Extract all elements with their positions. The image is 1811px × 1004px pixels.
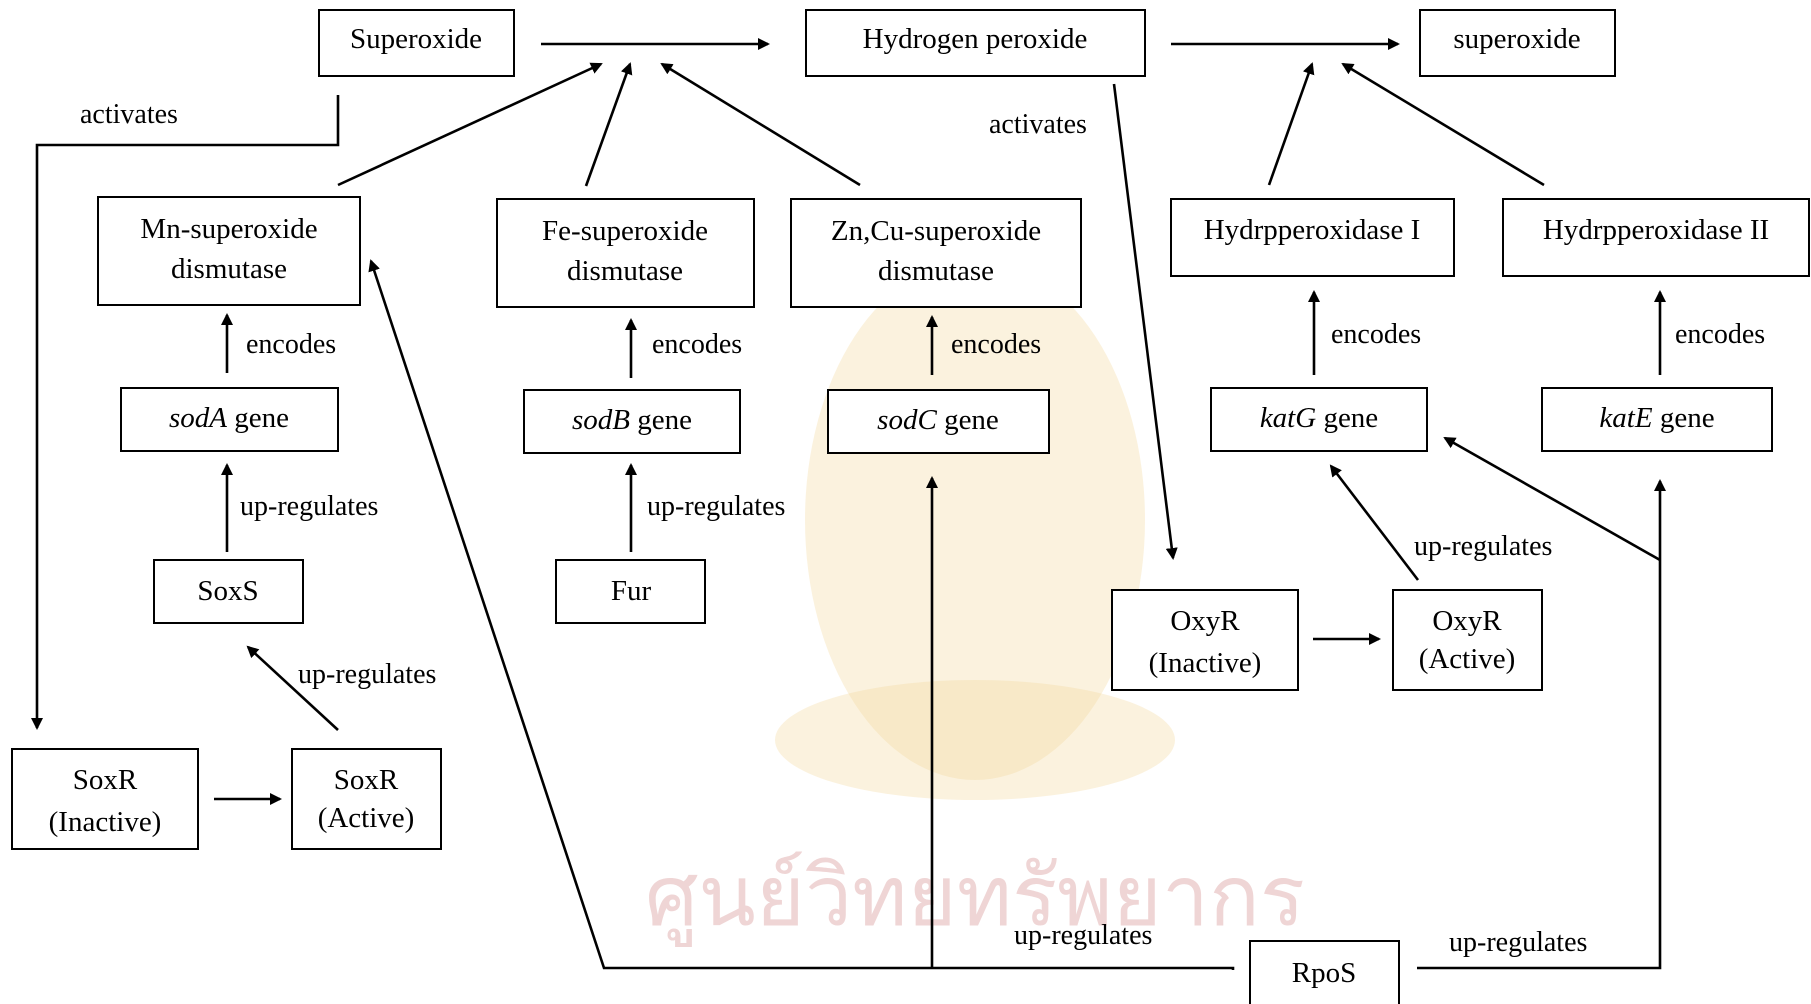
svg-text:(Active): (Active) — [1419, 643, 1516, 675]
node-oxyR-inactive: OxyR (Inactive) — [1111, 589, 1299, 691]
svg-text:Superoxide: Superoxide — [350, 23, 482, 55]
svg-text:SoxS: SoxS — [197, 575, 258, 607]
svg-text:sodB gene: sodB gene — [572, 404, 692, 436]
node-sodA-gene: sodA gene — [120, 387, 339, 452]
node-soxR-inactive: SoxR (Inactive) — [11, 748, 199, 850]
svg-text:dismutase: dismutase — [171, 253, 287, 285]
label-encodes-sodB: encodes — [652, 329, 742, 360]
gene-symbol-sodB: sodB — [572, 404, 630, 436]
svg-text:Fur: Fur — [611, 575, 652, 607]
edge-rpoS-upregulates-katG — [1443, 436, 1661, 562]
svg-text:OxyR: OxyR — [1170, 605, 1240, 637]
svg-text:(Active): (Active) — [318, 802, 415, 834]
node-superoxide: Superoxide — [318, 9, 515, 77]
node-hydroperoxidase-i: Hydrpperoxidase I — [1170, 198, 1455, 277]
label-activates-oxyr: activates — [989, 109, 1087, 140]
gene-suffix: gene — [1653, 402, 1715, 434]
svg-text:Hydrogen peroxide: Hydrogen peroxide — [863, 23, 1088, 55]
node-hydroperoxidase-ii: Hydrpperoxidase II — [1502, 198, 1810, 277]
edge-zncusod-catalyses — [660, 62, 861, 187]
svg-text:SoxR: SoxR — [334, 764, 399, 796]
label-encodes-sodC: encodes — [951, 329, 1041, 360]
edge-rpoS-upregulates-katE — [1417, 479, 1666, 970]
node-mn-superoxide-dismutase: Mn-superoxide dismutase — [97, 196, 361, 306]
svg-text:Zn,Cu-superoxide: Zn,Cu-superoxide — [831, 215, 1041, 247]
svg-text:katE gene: katE gene — [1599, 402, 1714, 434]
svg-text:(Inactive): (Inactive) — [49, 806, 162, 838]
edge-soxR-upregulates-soxS — [246, 645, 339, 731]
label-activates-soxr: activates — [80, 99, 178, 130]
edge-oxyR-upregulates-katG — [1329, 464, 1420, 581]
label-upregulates-soxS: up-regulates — [298, 659, 436, 690]
label-upregulates-rpoS-right: up-regulates — [1449, 927, 1587, 958]
edge-labels: activates activates encodes encodes enco… — [80, 99, 1765, 958]
svg-text:dismutase: dismutase — [878, 255, 994, 287]
svg-text:Hydrpperoxidase II: Hydrpperoxidase II — [1543, 214, 1769, 246]
node-soxR-active: SoxR (Active) — [291, 748, 442, 850]
node-katG-gene: katG gene — [1210, 387, 1428, 452]
edge-rpoS-upregulates-mnsod — [368, 259, 1235, 970]
node-hydrogen-peroxide: Hydrogen peroxide — [805, 9, 1146, 77]
gene-suffix: gene — [227, 402, 289, 434]
gene-symbol-sodC: sodC — [877, 404, 937, 436]
svg-text:Fe-superoxide: Fe-superoxide — [542, 215, 708, 247]
svg-text:SoxR: SoxR — [73, 764, 138, 796]
node-zncu-superoxide-dismutase: Zn,Cu-superoxide dismutase — [790, 198, 1082, 308]
label-encodes-katG: encodes — [1331, 319, 1421, 350]
gene-suffix: gene — [630, 404, 692, 436]
node-soxS: SoxS — [153, 559, 304, 624]
watermark-text: ศูนย์วิทยทรัพยากร — [645, 847, 1305, 947]
label-upregulates-katG: up-regulates — [1414, 531, 1552, 562]
svg-text:superoxide: superoxide — [1453, 23, 1580, 55]
node-oxyR-active: OxyR (Active) — [1392, 589, 1543, 691]
label-upregulates-sodB: up-regulates — [647, 491, 785, 522]
label-upregulates-sodA: up-regulates — [240, 491, 378, 522]
svg-text:katG gene: katG gene — [1260, 402, 1378, 434]
label-encodes-sodA: encodes — [246, 329, 336, 360]
gene-symbol-katG: katG — [1260, 402, 1316, 434]
gene-suffix: gene — [937, 404, 999, 436]
svg-text:sodC gene: sodC gene — [877, 404, 999, 436]
edges — [31, 38, 1666, 970]
edge-hpi-catalyses — [1267, 62, 1315, 186]
svg-text:(Inactive): (Inactive) — [1149, 647, 1262, 679]
gene-symbol-katE: katE — [1599, 402, 1652, 434]
svg-text:sodA gene: sodA gene — [169, 402, 289, 434]
nodes: Superoxide Hydrogen peroxide superoxide … — [11, 9, 1810, 1004]
svg-text:dismutase: dismutase — [567, 255, 683, 287]
edge-superoxide-activates-soxr — [31, 95, 340, 730]
label-encodes-katE: encodes — [1675, 319, 1765, 350]
gene-suffix: gene — [1316, 402, 1378, 434]
svg-text:OxyR: OxyR — [1432, 605, 1502, 637]
svg-text:Hydrpperoxidase I: Hydrpperoxidase I — [1204, 214, 1421, 246]
node-sodC-gene: sodC gene — [827, 389, 1050, 454]
label-upregulates-rpoS-left: up-regulates — [1014, 920, 1152, 951]
svg-text:RpoS: RpoS — [1292, 957, 1356, 989]
node-katE-gene: katE gene — [1541, 387, 1773, 452]
edge-mnsod-catalyses — [337, 62, 603, 187]
node-fe-superoxide-dismutase: Fe-superoxide dismutase — [496, 198, 755, 308]
edge-h2o2-activates-oxyr — [1112, 83, 1178, 560]
node-superoxide-right: superoxide — [1419, 9, 1616, 77]
node-rpoS: RpoS — [1249, 940, 1400, 1004]
svg-text:Mn-superoxide: Mn-superoxide — [140, 213, 317, 245]
edge-fesod-catalyses — [584, 62, 633, 187]
node-sodB-gene: sodB gene — [523, 389, 741, 454]
gene-symbol-sodA: sodA — [169, 402, 227, 434]
edge-hpii-catalyses — [1341, 62, 1545, 187]
node-fur: Fur — [555, 559, 706, 624]
